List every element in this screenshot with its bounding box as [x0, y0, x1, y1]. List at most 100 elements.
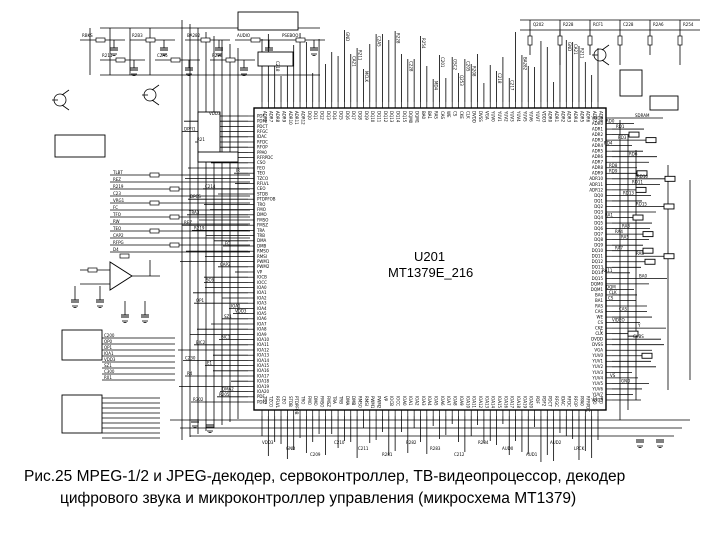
- pin-name-bottom: IOCB: [389, 396, 394, 406]
- pin-name-right: YUV5: [591, 381, 603, 386]
- figure-caption: Рис.25 MPEG-1/2 и JPEG-декодер, сервокон…: [24, 466, 704, 510]
- pin-name-bottom: IOA7: [446, 396, 451, 406]
- left-cluster-label: CAP2: [113, 233, 124, 238]
- resistor: [95, 37, 106, 43]
- wiring-layer: [52, 19, 700, 462]
- caption-line-2: цифрового звука и микроконтроллер управл…: [60, 490, 577, 507]
- pin-name-left: IOA11: [257, 342, 270, 347]
- connector-label: VDD3: [104, 357, 116, 362]
- bottom-net-label: C210: [334, 440, 345, 445]
- pin-name-top: ADR8: [598, 111, 603, 123]
- top-net-label: R211: [579, 48, 584, 59]
- pin-name-top: VGA: [484, 111, 489, 120]
- left-net-label: IR: [236, 168, 240, 173]
- pin-name-top: CKE: [459, 111, 464, 119]
- pin-name-left: PDF2: [257, 119, 268, 124]
- left-net-label: R219: [194, 225, 205, 230]
- connector-label: OP1: [104, 345, 113, 350]
- left-net-label: R21: [197, 137, 205, 142]
- top-right-label: C228: [623, 22, 634, 27]
- pin-name-right: ADR12: [589, 187, 603, 192]
- pin-name-right: ADR9: [592, 171, 604, 176]
- pin-name-top: VDD3: [541, 111, 546, 123]
- pin-name-right: YUV4: [591, 375, 603, 380]
- transistor-lead: [61, 104, 70, 111]
- pin-name-bottom: PWM1: [370, 396, 375, 409]
- connector-label: C200: [104, 333, 115, 338]
- pin-name-right: VDD3: [592, 115, 604, 120]
- pin-name-top: DQM0: [408, 111, 413, 124]
- bottom-net-label: AUD1: [526, 452, 538, 457]
- pin-name-right: CAS: [595, 309, 604, 314]
- pin-name-left: IOA5: [257, 311, 267, 316]
- pin-name-bottom: CEO: [281, 396, 286, 404]
- left-net-label: REZ: [184, 220, 192, 225]
- right-connector-box: [641, 352, 653, 359]
- cluster-label: C2A5: [157, 53, 168, 58]
- top-right-label: Q202: [533, 22, 544, 27]
- right-net-label: Y: [637, 323, 641, 328]
- right-connector-box: [642, 231, 654, 238]
- pin-name-right: ADR6: [592, 154, 604, 159]
- caption-line-1: Рис.25 MPEG-1/2 и JPEG-декодер, сервокон…: [24, 468, 626, 485]
- transistor: [593, 48, 607, 62]
- ic-u201-body: [253, 107, 607, 411]
- left-cluster-label: VRG1: [113, 198, 125, 203]
- resistor: [527, 35, 533, 46]
- pin-name-top: CS: [453, 111, 458, 117]
- pin-name-left: IOCC: [257, 280, 267, 285]
- pin-name-right: DQ7: [594, 232, 603, 237]
- pin-name-left: PWM1: [257, 259, 270, 264]
- right-net-label: RA5: [621, 235, 629, 240]
- pin-name-left: IOA1: [257, 290, 267, 295]
- left-net-label: DMA2: [222, 387, 234, 392]
- pin-name-right: ADR11: [589, 182, 603, 187]
- pin-name-right: ADR4: [592, 143, 604, 148]
- resistor: [617, 35, 623, 46]
- right-connector-box: [644, 258, 656, 265]
- top-net-label: C218: [275, 61, 280, 72]
- pin-name-right: WE: [597, 314, 604, 319]
- pin-name-left: IDAC: [257, 134, 267, 139]
- pin-name-bottom: IOCC: [396, 396, 401, 406]
- top-net-label: R208: [472, 66, 477, 77]
- pin-name-top: ADR3: [567, 111, 572, 123]
- pin-name-bottom: TRA: [332, 395, 337, 404]
- bottom-net-label: R282: [406, 440, 417, 445]
- pin-name-left: IOA3: [257, 301, 267, 306]
- right-net-label: BA0: [639, 273, 647, 278]
- pin-name-left: PTDPFOB: [257, 197, 276, 202]
- net-labels: VDD3DPFI1R21IRC214DPCSTRA3REZR219FCCAP2S…: [82, 22, 694, 457]
- right-net-label: RA1: [605, 213, 613, 218]
- pin-name-bottom: PPA0: [579, 396, 584, 406]
- resistor: [200, 37, 211, 43]
- right-connector-box: [628, 131, 640, 138]
- left-net-label: E1: [207, 361, 213, 366]
- right-net-label: RD6: [629, 152, 638, 157]
- left-net-label: C230: [185, 355, 196, 360]
- pin-name-left: IOA17: [257, 373, 270, 378]
- pin-name-left: PWM2: [257, 264, 270, 269]
- pin-name-top: DQ14: [396, 111, 401, 123]
- left-net-label: VDD3: [209, 111, 221, 116]
- pin-name-bottom: IOA1: [408, 396, 413, 406]
- pin-name-bottom: IOA12: [478, 396, 483, 409]
- pin-name-right: BA1: [595, 298, 603, 303]
- right-net-label: RA4: [615, 229, 623, 234]
- right-net-label: RD13: [623, 190, 634, 195]
- pin-name-bottom: DMA: [345, 396, 350, 406]
- pin-name-top: YUV7: [535, 110, 540, 122]
- right-net-label: RA11: [602, 268, 613, 273]
- circuit-schematic: PDFPDF2PDCTRFGCIDACRFDCRFOPPPA0RFRPDCCSO…: [52, 11, 700, 462]
- pin-name-top: DQ5: [338, 111, 343, 120]
- pin-name-bottom: IOA8: [453, 396, 458, 406]
- pin-name-left: IOA12: [257, 347, 270, 352]
- pin-name-top: RAS: [434, 111, 439, 119]
- pin-name-left: IOA4: [257, 306, 267, 311]
- pin-name-right: ADR0: [592, 121, 604, 126]
- top-net-label: OSC2: [453, 59, 458, 70]
- pin-name-bottom: PDF: [535, 396, 540, 404]
- pin-name-top: ADR8: [275, 111, 280, 123]
- right-net-label: RD3: [618, 135, 627, 140]
- pin-name-bottom: IOA18: [516, 396, 521, 409]
